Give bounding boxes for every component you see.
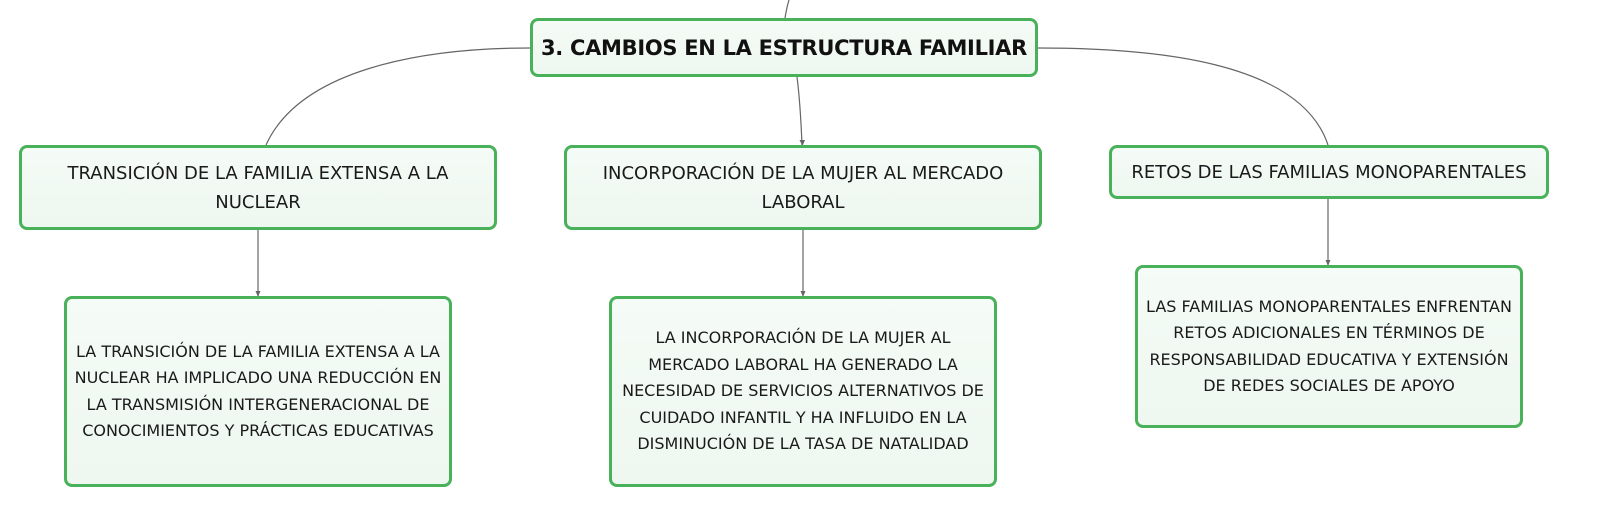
connector-root-to-branch-1 [265,47,531,146]
branch-node-family-transition[interactable]: TRANSICIÓN DE LA FAMILIA EXTENSA A LA NU… [19,145,497,230]
branch-node-label: RETOS DE LAS FAMILIAS MONOPARENTALES [1131,161,1527,183]
arrowhead-detail-2 [800,291,806,297]
detail-node-women-labor[interactable]: LA INCORPORACIÓN DE LA MUJER AL MERCADO … [609,296,997,487]
branch-node-women-labor[interactable]: INCORPORACIÓN DE LA MUJER AL MERCADO LAB… [564,145,1042,230]
detail-node-text: LA TRANSICIÓN DE LA FAMILIA EXTENSA A LA… [74,341,442,441]
branch-node-single-parent[interactable]: RETOS DE LAS FAMILIAS MONOPARENTALES [1109,145,1549,199]
branch-node-label: TRANSICIÓN DE LA FAMILIA EXTENSA A LA NU… [67,162,449,213]
detail-node-single-parent[interactable]: LAS FAMILIAS MONOPARENTALES ENFRENTAN RE… [1135,265,1523,428]
connector-root-to-branch-2 [796,76,803,146]
detail-node-family-transition[interactable]: LA TRANSICIÓN DE LA FAMILIA EXTENSA A LA… [64,296,452,487]
arrowhead-detail-3 [1325,260,1331,266]
detail-node-text: LAS FAMILIAS MONOPARENTALES ENFRENTAN RE… [1146,296,1512,396]
connector-parent-to-root [784,0,790,19]
connector-root-to-branch-3 [1037,47,1329,146]
arrowhead-branch-2 [799,140,805,146]
arrowhead-detail-1 [255,291,261,297]
root-node-label: 3. CAMBIOS EN LA ESTRUCTURA FAMILIAR [540,35,1027,60]
branch-node-label: INCORPORACIÓN DE LA MUJER AL MERCADO LAB… [602,162,1004,213]
root-node[interactable]: 3. CAMBIOS EN LA ESTRUCTURA FAMILIAR [530,18,1038,77]
detail-node-text: LA INCORPORACIÓN DE LA MUJER AL MERCADO … [622,328,984,454]
